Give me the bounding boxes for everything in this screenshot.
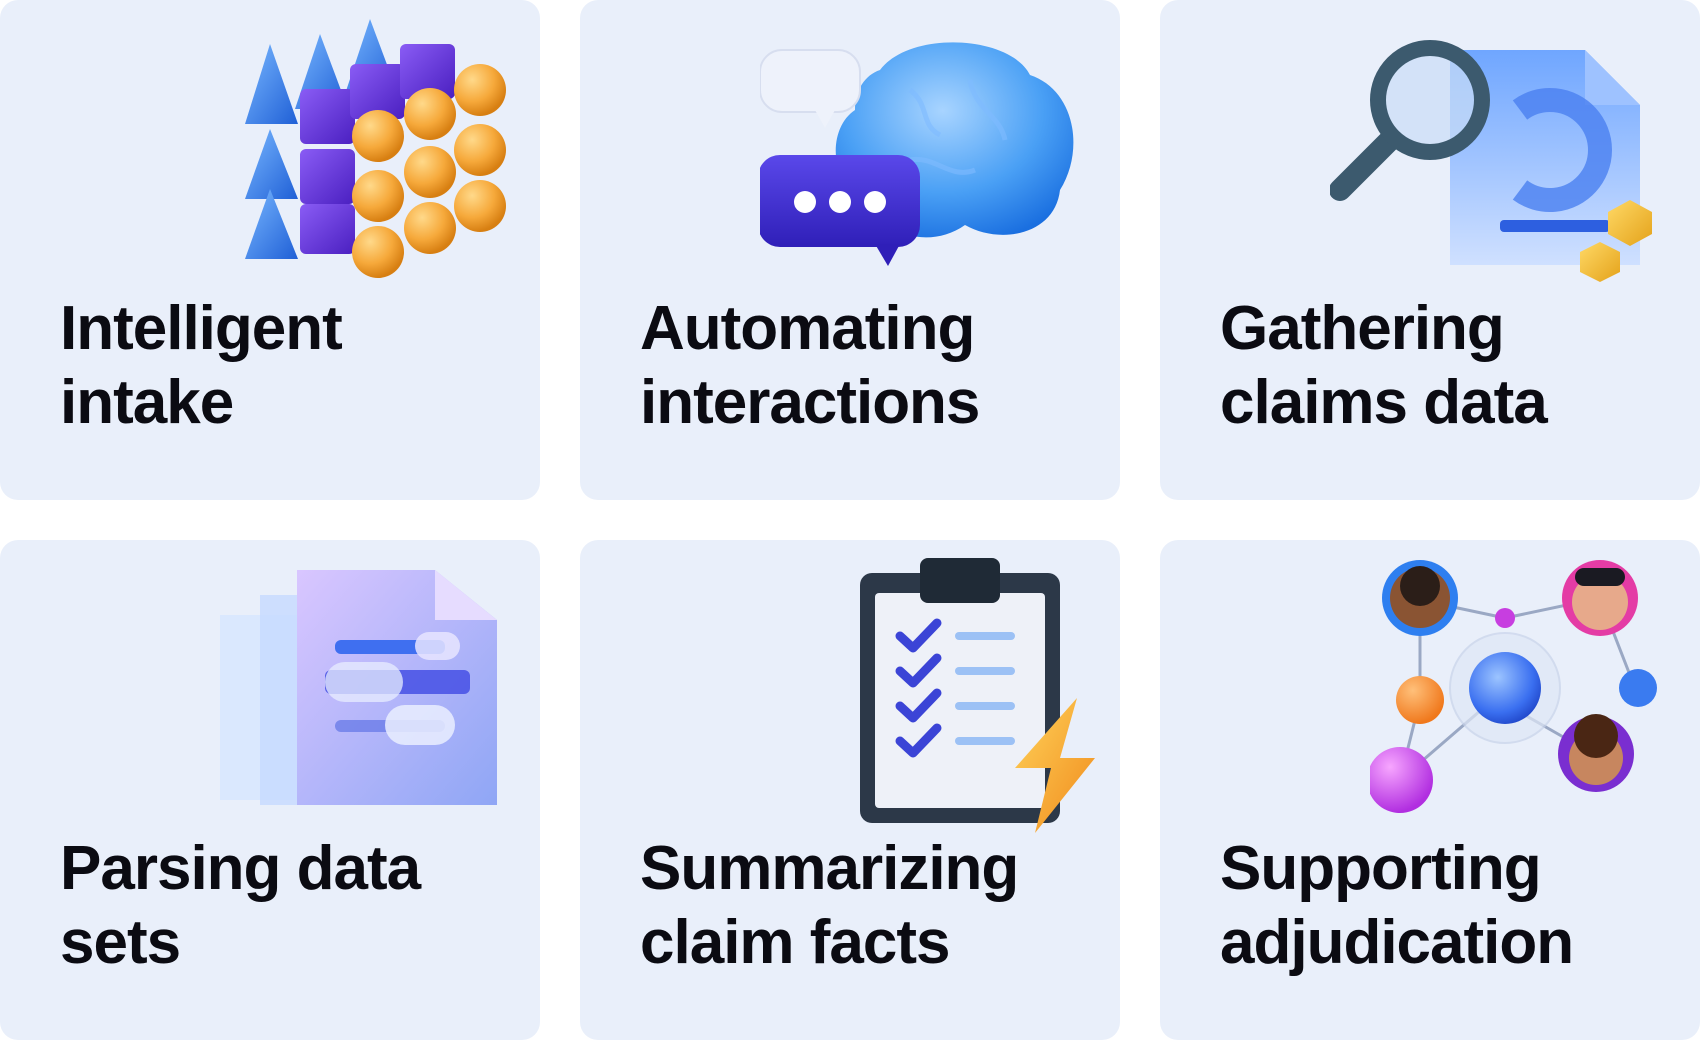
card-intelligent-intake[interactable]: Intelligent intake <box>0 0 540 500</box>
card-title-line2: sets <box>60 908 181 977</box>
cubes-cones-spheres-icon <box>245 19 506 278</box>
card-title-line1: Intelligent <box>60 294 343 363</box>
people-network-icon <box>1370 560 1657 813</box>
card-title-line1: Automating <box>640 294 975 363</box>
card-supporting-adjudication[interactable]: Supporting adjudication <box>1160 540 1700 1040</box>
card-title-line2: adjudication <box>1220 908 1574 977</box>
card-parsing-data-sets[interactable]: Parsing data sets <box>0 540 540 1040</box>
card-title-line1: Summarizing <box>640 834 1019 903</box>
card-title-line1: Supporting <box>1220 834 1542 903</box>
card-title-line2: claims data <box>1220 368 1548 437</box>
card-automating-interactions[interactable]: Automating interactions <box>580 0 1120 500</box>
card-title: Gathering claims data <box>1220 292 1680 440</box>
card-gathering-claims-data[interactable]: Gathering claims data <box>1160 0 1700 500</box>
card-title-line2: intake <box>60 368 234 437</box>
card-title: Parsing data sets <box>60 832 520 980</box>
card-title: Intelligent intake <box>60 292 520 440</box>
card-title: Summarizing claim facts <box>640 832 1100 980</box>
card-title: Automating interactions <box>640 292 1100 440</box>
brain-chat-icon <box>760 42 1074 266</box>
card-summarizing-claim-facts[interactable]: Summarizing claim facts <box>580 540 1120 1040</box>
clipboard-checklist-icon <box>860 558 1095 833</box>
stacked-documents-icon <box>220 570 497 805</box>
magnifier-document-icon <box>1330 40 1652 282</box>
card-title-line2: interactions <box>640 368 980 437</box>
card-title: Supporting adjudication <box>1220 832 1680 980</box>
card-title-line1: Gathering <box>1220 294 1505 363</box>
card-title-line1: Parsing data <box>60 834 421 903</box>
card-title-line2: claim facts <box>640 908 951 977</box>
